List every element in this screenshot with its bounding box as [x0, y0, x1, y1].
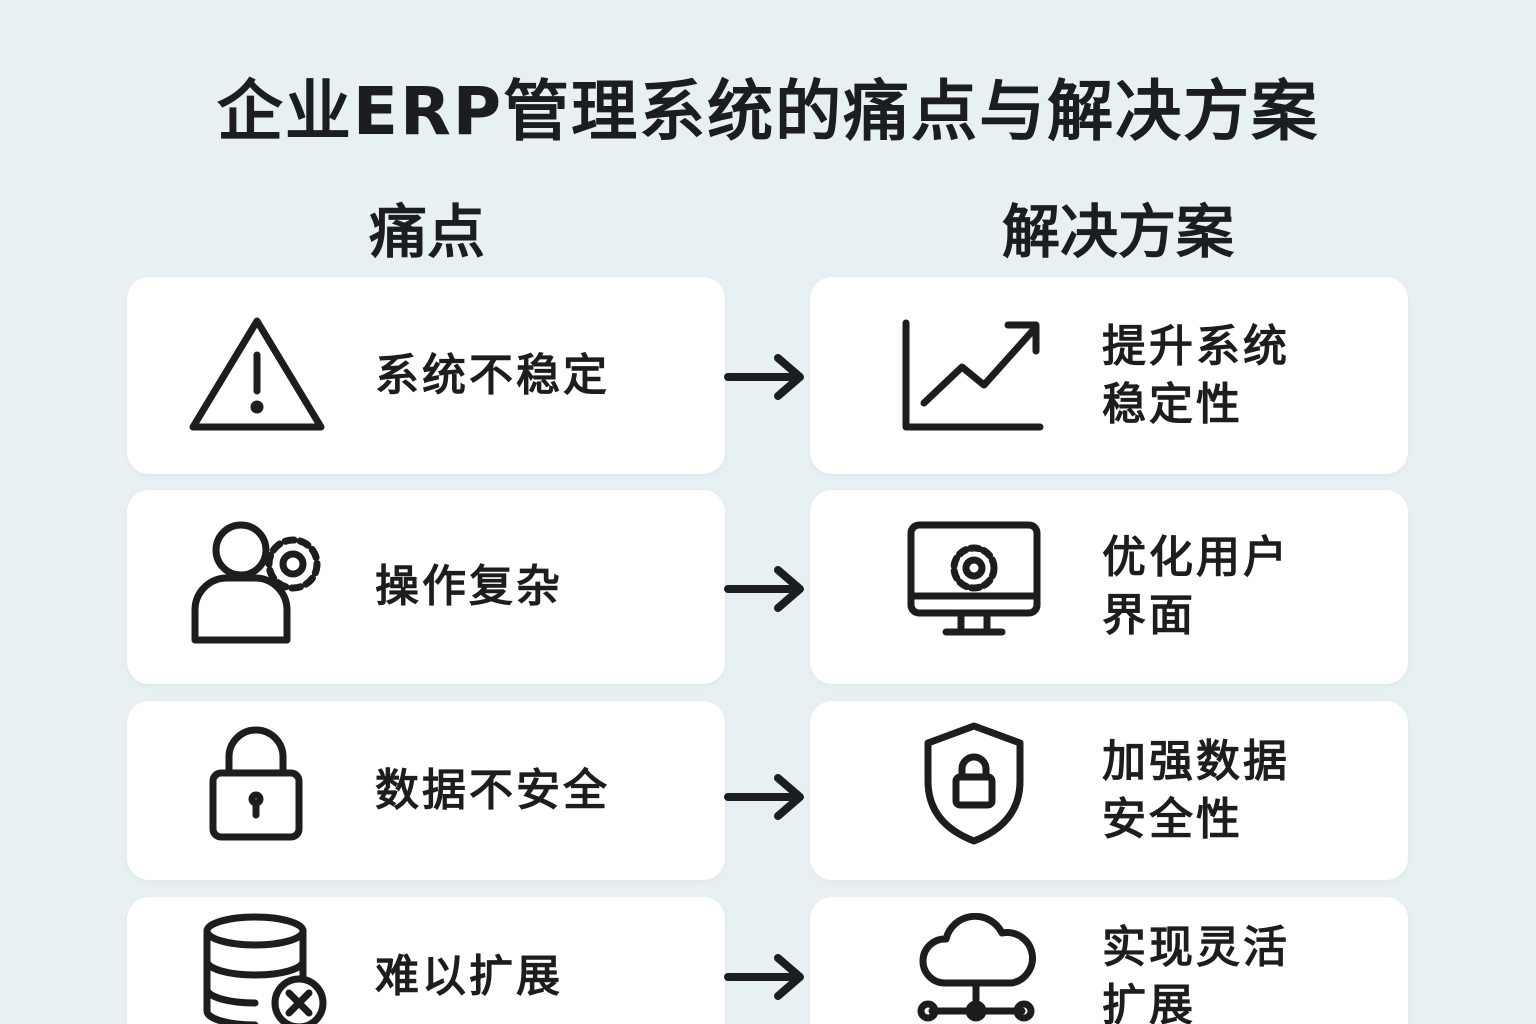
solution-card: 加强数据安全性 — [810, 701, 1408, 880]
solution-card: 提升系统稳定性 — [810, 277, 1408, 474]
monitor-gear-icon — [907, 521, 1041, 636]
warning-icon — [189, 317, 325, 431]
pain-card: 操作复杂 — [127, 490, 725, 684]
solution-card: 优化用户界面 — [810, 490, 1408, 684]
shield-lock-icon — [924, 722, 1024, 845]
arrow-icon — [724, 564, 806, 614]
solution-label: 实现灵活扩展 — [1102, 922, 1290, 1024]
arrow-icon — [724, 352, 806, 402]
pain-label: 系统不稳定 — [375, 349, 610, 401]
pain-card: 难以扩展 — [127, 897, 725, 1024]
arrow-icon — [724, 952, 806, 1002]
lock-icon — [209, 726, 303, 841]
pain-label: 数据不安全 — [375, 764, 610, 816]
pain-label: 操作复杂 — [375, 561, 563, 612]
solution-label: 优化用户界面 — [1102, 532, 1290, 641]
pain-column-header: 痛点 — [368, 198, 485, 266]
solution-card: 实现灵活扩展 — [810, 897, 1408, 1024]
pain-card: 系统不稳定 — [127, 277, 725, 474]
page-title: 企业ERP管理系统的痛点与解决方案 — [216, 73, 1320, 150]
user-gear-icon — [191, 521, 321, 644]
solution-column-header: 解决方案 — [1001, 198, 1234, 266]
database-x-icon — [203, 913, 327, 1024]
solution-label: 提升系统稳定性 — [1102, 320, 1290, 430]
pain-card: 数据不安全 — [127, 701, 725, 880]
pain-label: 难以扩展 — [375, 951, 563, 1002]
solution-label: 加强数据安全性 — [1102, 735, 1290, 845]
trend-up-chart-icon — [902, 319, 1044, 431]
cloud-network-icon — [917, 913, 1036, 1022]
arrow-icon — [724, 772, 806, 822]
